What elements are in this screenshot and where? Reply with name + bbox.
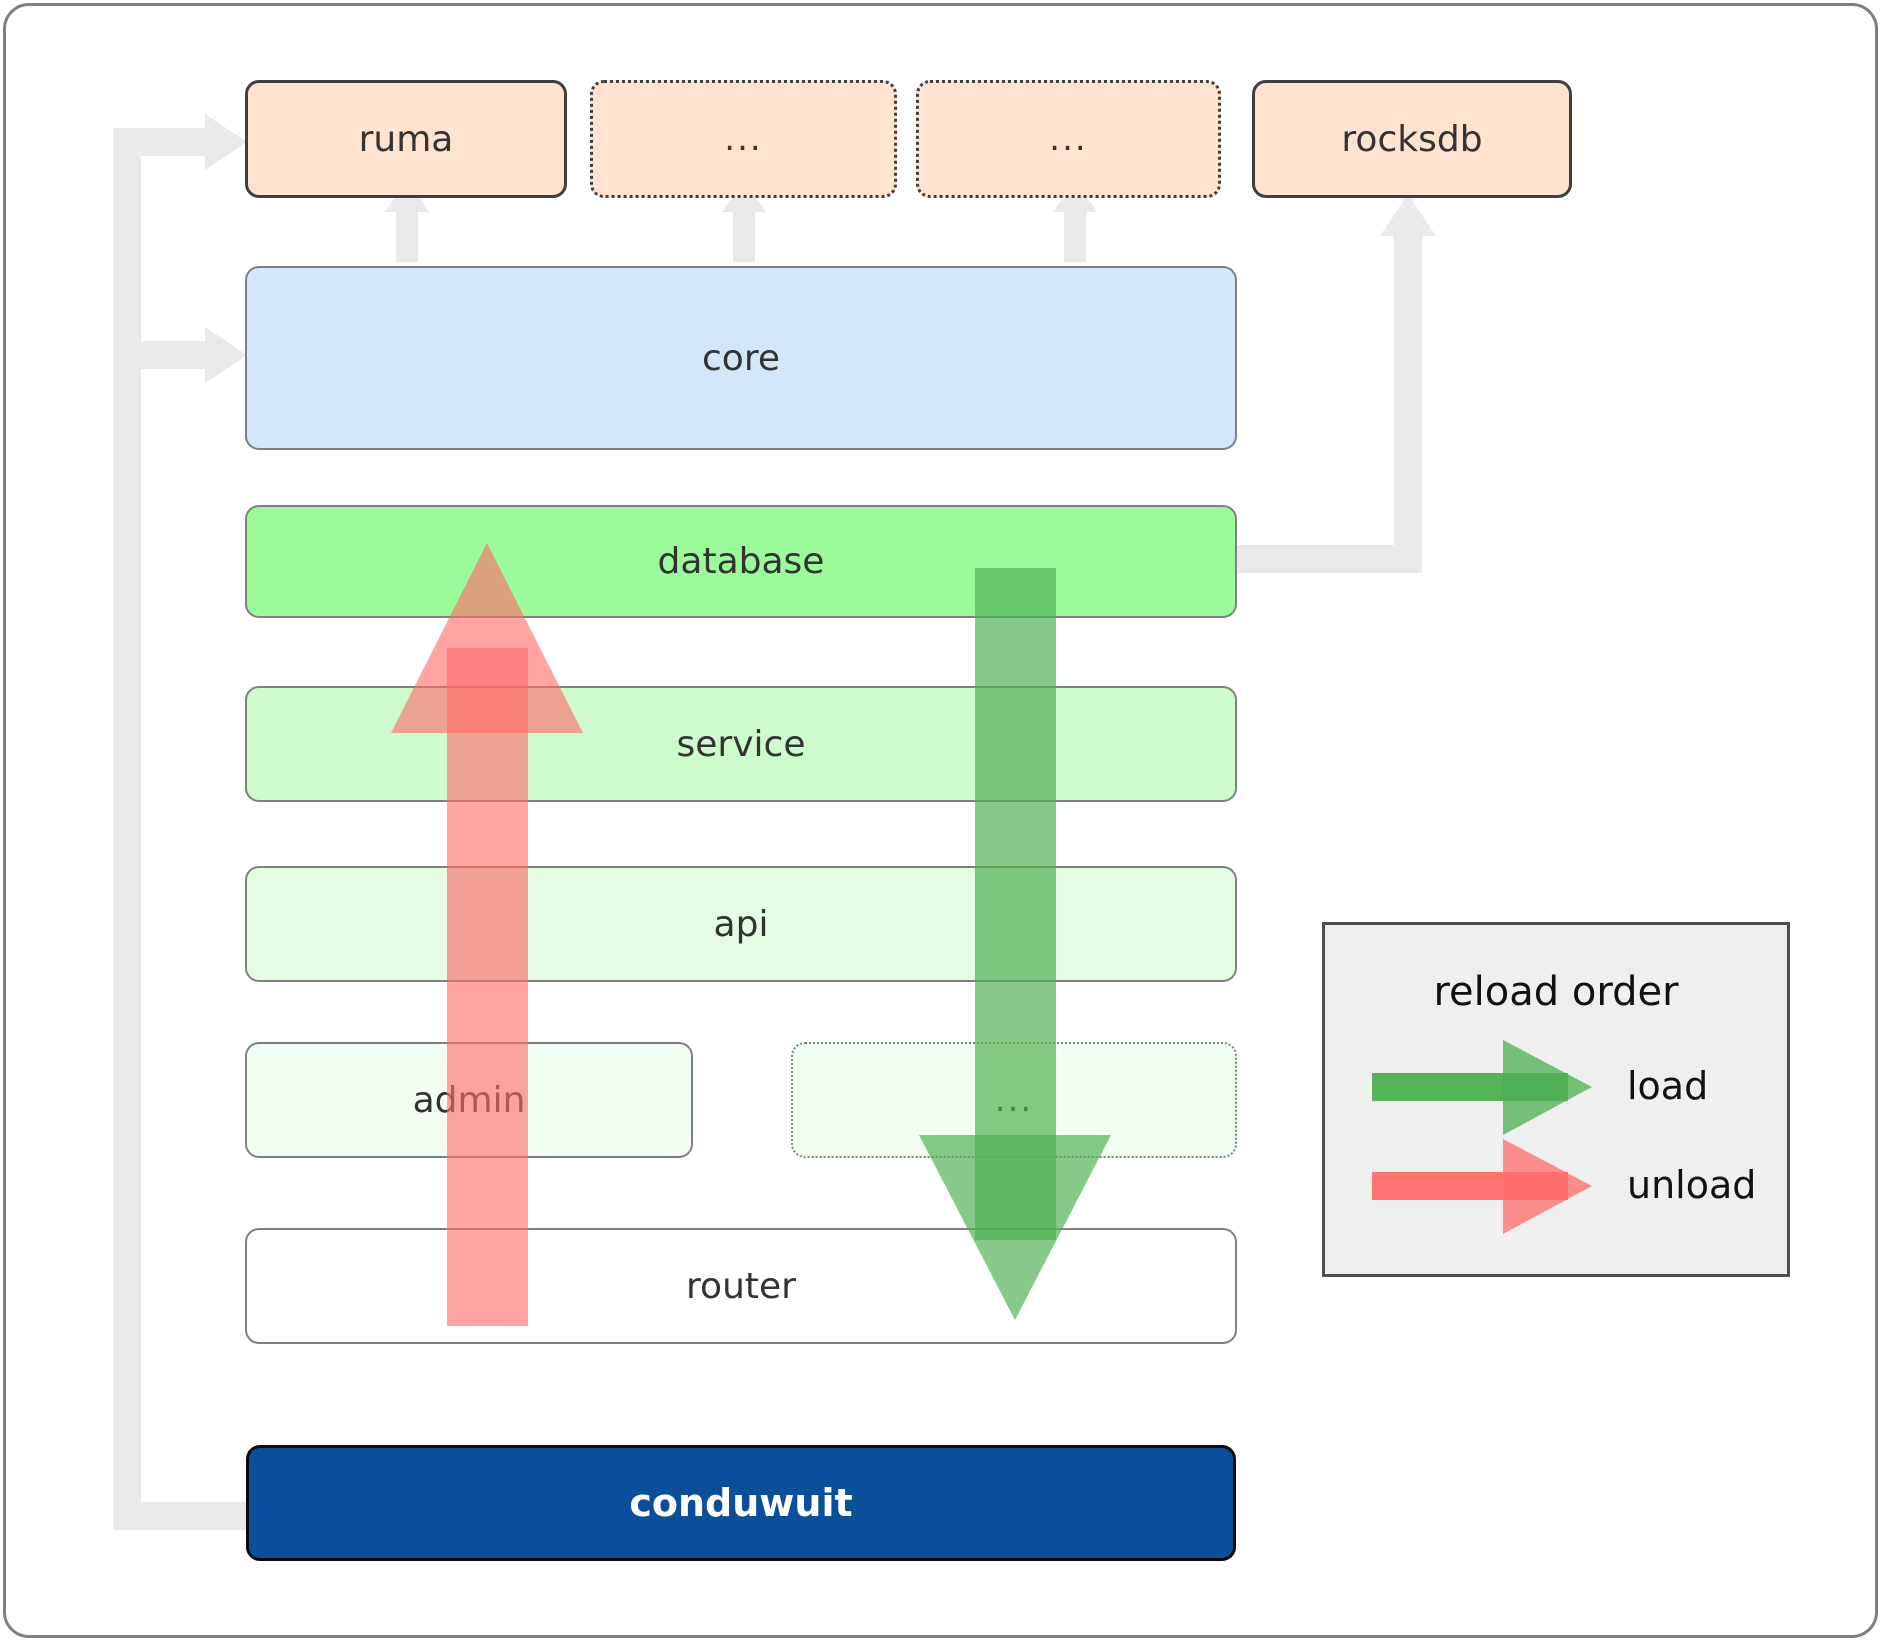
node-top-ellipsis-2[interactable]: ... (916, 80, 1221, 198)
node-stack-ellipsis[interactable]: ... (791, 1042, 1237, 1158)
node-admin[interactable]: admin (245, 1042, 693, 1158)
node-ruma[interactable]: ruma (245, 80, 567, 198)
node-label: conduwuit (629, 1481, 853, 1525)
node-label: service (676, 723, 806, 765)
node-label: router (686, 1265, 796, 1307)
legend-panel: reload order (1322, 922, 1790, 1277)
node-label: admin (412, 1079, 526, 1121)
diagram-frame (3, 3, 1878, 1638)
node-database[interactable]: database (245, 505, 1237, 618)
node-label: ... (994, 1080, 1034, 1120)
node-api[interactable]: api (245, 866, 1237, 982)
node-label: ... (724, 119, 763, 159)
node-rocksdb[interactable]: rocksdb (1252, 80, 1572, 198)
node-label: api (713, 903, 769, 945)
node-router[interactable]: router (245, 1228, 1237, 1344)
node-core[interactable]: core (245, 266, 1237, 450)
node-conduwuit[interactable]: conduwuit (246, 1445, 1236, 1561)
node-label: ... (1049, 119, 1088, 159)
node-label: database (657, 541, 825, 582)
legend-label-unload: unload (1627, 1163, 1757, 1207)
node-label: ruma (358, 118, 454, 160)
node-label: rocksdb (1341, 118, 1483, 160)
legend-title: reload order (1433, 969, 1679, 1015)
node-label: core (702, 337, 780, 379)
node-top-ellipsis-1[interactable]: ... (590, 80, 897, 198)
node-service[interactable]: service (245, 686, 1237, 802)
legend-label-load: load (1627, 1064, 1709, 1108)
